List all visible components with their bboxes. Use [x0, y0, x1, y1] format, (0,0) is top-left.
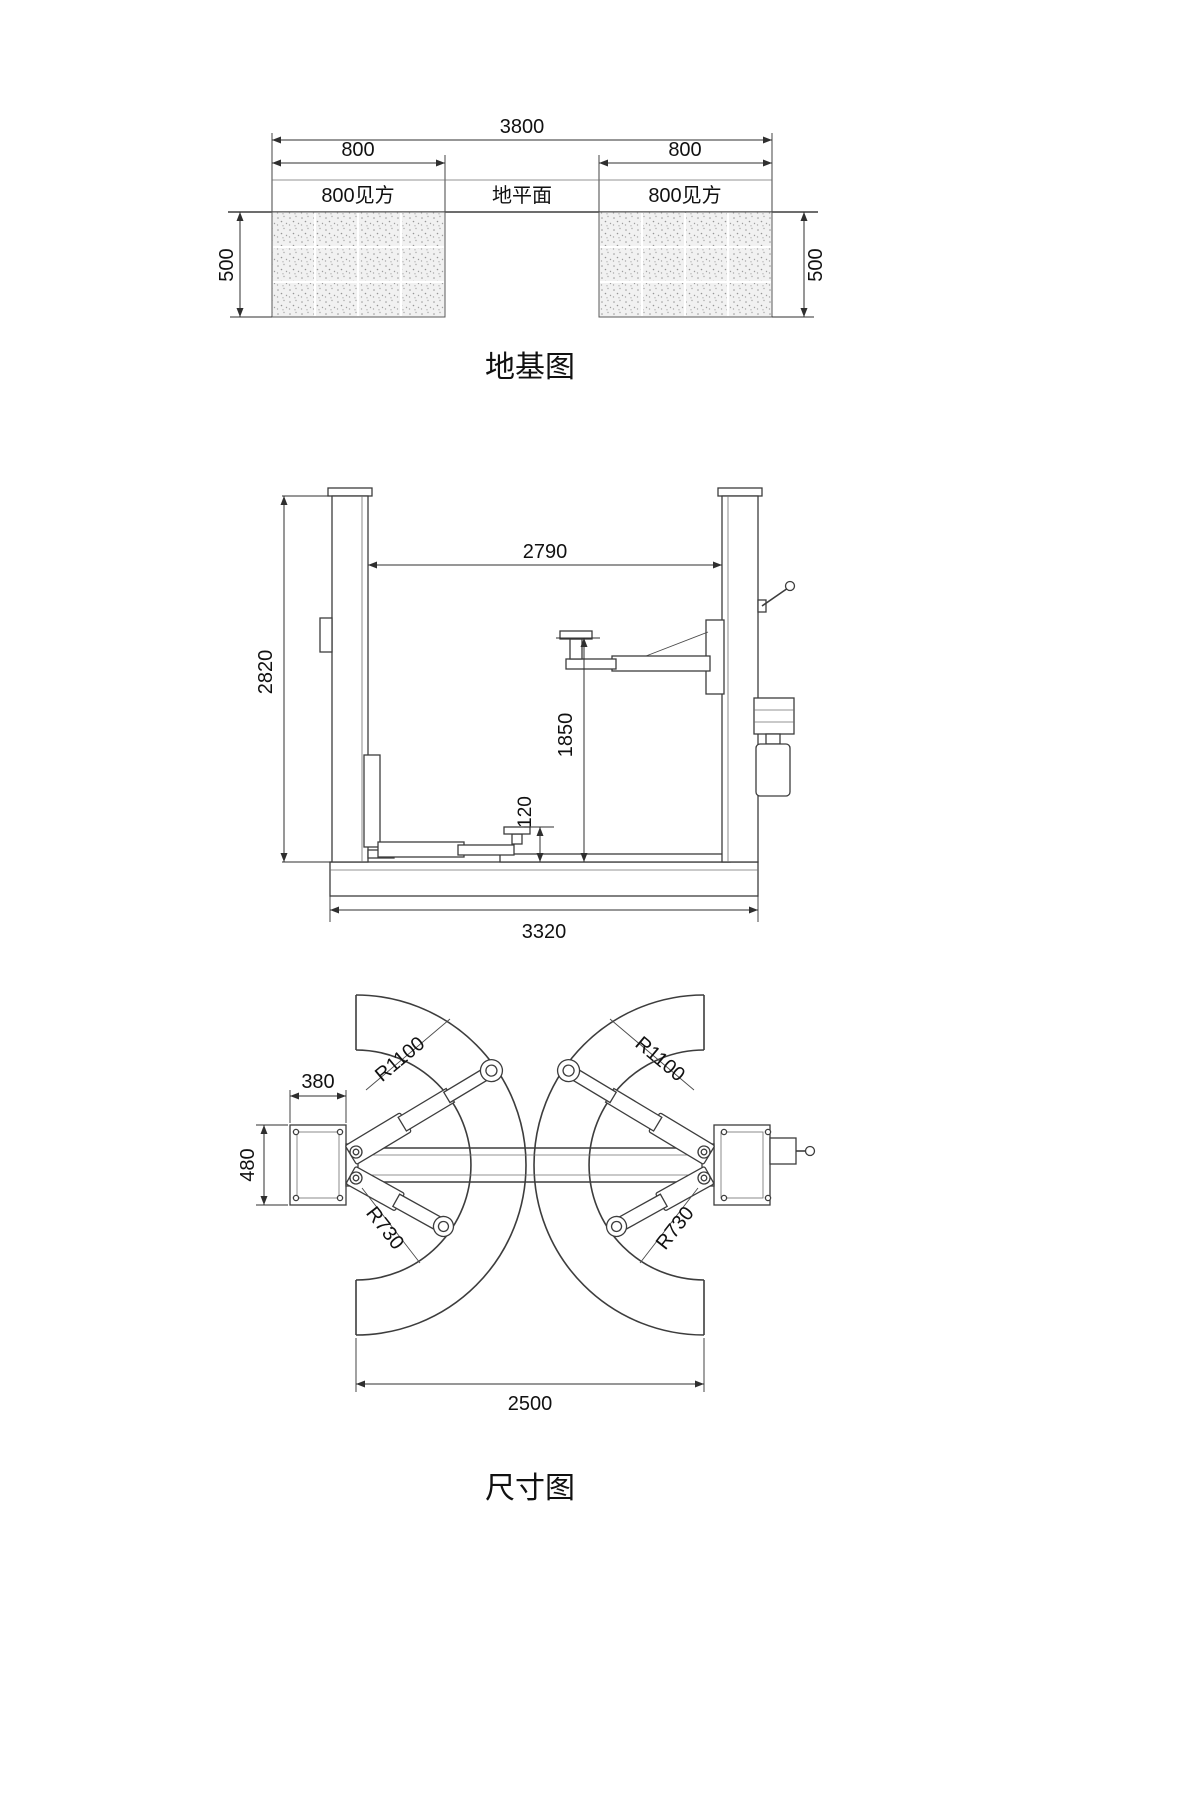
clearance-dimension: 2790 — [368, 541, 722, 569]
arm-right-short — [605, 1166, 715, 1238]
release-handle — [757, 580, 796, 613]
concrete-pad-right — [598, 211, 773, 318]
swing-arcs-left — [355, 994, 527, 1336]
pad-depth-left-label: 500 — [216, 248, 238, 281]
plate-width-dimension: 480 — [237, 1124, 288, 1206]
post-right — [717, 487, 763, 863]
arm-left-long — [345, 1058, 504, 1165]
post-plate-right — [701, 1124, 816, 1206]
base-width-dim-label: 3320 — [522, 921, 567, 943]
lift-pad-lowered — [503, 826, 531, 835]
pad-square-right-label: 800见方 — [648, 184, 721, 207]
base-frame — [329, 853, 759, 897]
height-dim-label: 2820 — [255, 650, 277, 695]
plate-width-dim-label: 480 — [237, 1148, 259, 1181]
arc-r730-right — [588, 1049, 705, 1281]
radius-r1100-left-label: R1100 — [371, 1033, 429, 1087]
post-left — [319, 487, 373, 863]
plate-depth-dimension: 380 — [289, 1071, 347, 1123]
base-width-dimension: 3320 — [329, 896, 759, 943]
lift-pad-raised — [559, 630, 593, 640]
pad-depth-dimension-right: 500 — [772, 212, 827, 318]
inner-span-dim-label: 2500 — [508, 1393, 553, 1415]
arm-left-short — [345, 1166, 455, 1238]
height-dimension: 2820 — [255, 495, 332, 863]
elevation-diagram: 2790 2820 1850 120 3320 — [255, 487, 796, 943]
oil-tank — [755, 743, 791, 797]
pad-depth-right-label: 500 — [805, 248, 827, 281]
power-unit — [753, 697, 795, 797]
plan-diagram: R1100 R1100 R730 R730 380 480 25 — [237, 994, 816, 1505]
plan-caption: 尺寸图 — [485, 1472, 575, 1505]
arm-lowered-inner — [457, 844, 515, 856]
swing-arcs-right — [533, 994, 705, 1336]
min-height-dim-label: 120 — [515, 796, 536, 828]
min-height-dimension: 120 — [515, 796, 554, 862]
carriage-lowered — [363, 754, 531, 859]
pad-width-right-label: 800 — [668, 139, 701, 161]
post-left-bracket — [319, 617, 333, 653]
power-unit-plan — [769, 1137, 797, 1165]
arc-r730-left — [355, 1049, 472, 1281]
arc-r1100-right — [533, 994, 705, 1336]
pad-depth-dimension-left: 500 — [216, 212, 272, 318]
post-plate-left — [289, 1124, 359, 1206]
radius-labels: R1100 R1100 R730 R730 — [361, 1018, 699, 1264]
foundation-caption: 地基图 — [485, 351, 575, 384]
inner-span-dimension: 2500 — [355, 1338, 705, 1415]
arm-raised-inner — [565, 658, 617, 670]
total-width-dim-label: 3800 — [500, 116, 545, 138]
drive-on-plate — [499, 853, 731, 863]
concrete-pad-left — [271, 211, 446, 318]
foundation-text-band: 800见方 地平面 800见方 — [321, 184, 721, 207]
floor-beam — [358, 1147, 702, 1183]
arm-raised-outer — [611, 655, 711, 672]
total-width-dimension: 3800 — [271, 116, 773, 212]
lift-height-dimension: 1850 — [555, 637, 600, 862]
arc-r1100-left — [355, 994, 527, 1336]
ground-plane-label: 地平面 — [492, 184, 552, 207]
plate-depth-dim-label: 380 — [301, 1071, 334, 1093]
pad-square-left-label: 800见方 — [321, 184, 394, 207]
lift-height-dim-label: 1850 — [555, 713, 577, 758]
pad-width-left-label: 800 — [341, 139, 374, 161]
carriage-raised — [559, 619, 725, 695]
radius-r1100-right-label: R1100 — [631, 1033, 689, 1087]
arm-right-long — [556, 1058, 715, 1165]
motor — [753, 697, 795, 735]
pad-width-dimensions: 800 800 — [272, 139, 772, 212]
clearance-dim-label: 2790 — [523, 541, 568, 563]
arm-lowered-outer — [377, 841, 465, 858]
foundation-diagram: 3800 800 800 800见方 地平面 800见方 — [216, 116, 827, 384]
